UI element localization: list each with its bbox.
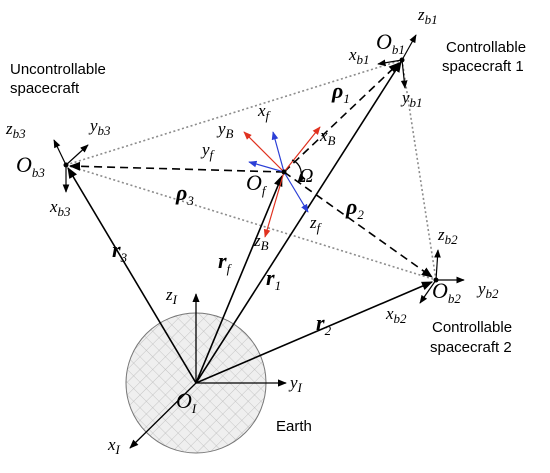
spacecraft3-axes	[53, 139, 89, 193]
z-b3-label: zb3	[5, 119, 26, 141]
inertial-axes	[129, 293, 287, 449]
x-b3-label: xb3	[49, 197, 71, 219]
dotted-links	[65, 59, 437, 281]
z-f-label: zf	[309, 213, 323, 235]
omega-label: Ω	[299, 165, 313, 187]
y-B-label: yB	[216, 119, 234, 141]
origin-I-label: OI	[176, 388, 197, 416]
origin-b1-label: Ob1	[376, 29, 405, 57]
y-b1-label: yb1	[400, 88, 423, 110]
spacecraft2-axes	[419, 249, 465, 304]
controllable2-label-line1: Controllable	[432, 319, 512, 336]
r1-label: r1	[266, 265, 281, 293]
formation-center-dot	[281, 169, 287, 175]
r3-label: r3	[112, 237, 128, 265]
spacecraft1-dot	[399, 57, 405, 63]
controllable1-label-line1: Controllable	[446, 39, 526, 56]
uncontrollable-label-line1: Uncontrollable	[10, 61, 106, 78]
controllable1-label-line2: spacecraft 1	[442, 58, 524, 75]
rho-vectors	[68, 62, 433, 278]
earth-label: Earth	[276, 418, 312, 435]
rho2-label: ρ2	[345, 194, 364, 222]
z-B-label: zB	[253, 231, 269, 253]
y-f-label: yf	[200, 140, 216, 162]
rf-label: rf	[218, 248, 233, 276]
spacecraft1-axes	[377, 34, 417, 89]
rho1-label: ρ1	[331, 78, 350, 106]
omega-rotation-arc	[291, 159, 306, 183]
x-f-label: xf	[257, 101, 272, 123]
x-b1-label: xb1	[348, 45, 370, 67]
origin-b3-label: Ob3	[16, 152, 45, 180]
x-b2-label: xb2	[385, 304, 407, 326]
formation-frame-axes	[248, 131, 309, 213]
origin-f-label: Of	[246, 170, 268, 198]
z-b1-label: zb1	[417, 5, 438, 27]
uncontrollable-label-line2: spacecraft	[10, 80, 80, 97]
y-b3-label: yb3	[88, 116, 111, 138]
rho3-label: ρ3	[175, 180, 194, 208]
body-frame-axes	[243, 126, 321, 238]
spacecraft2-dot	[433, 277, 439, 283]
x-I-label: xI	[107, 435, 121, 457]
position-vectors	[67, 61, 434, 384]
y-b2-label: yb2	[476, 279, 499, 301]
z-b2-label: zb2	[437, 225, 458, 247]
x-B-label: xB	[319, 126, 336, 148]
z-I-label: zI	[165, 285, 178, 307]
spacecraft3-dot	[63, 162, 69, 168]
r2-label: r2	[316, 310, 332, 338]
y-I-label: yI	[288, 373, 303, 395]
origin-b2-label: Ob2	[432, 278, 461, 306]
controllable2-label-line2: spacecraft 2	[430, 339, 512, 356]
